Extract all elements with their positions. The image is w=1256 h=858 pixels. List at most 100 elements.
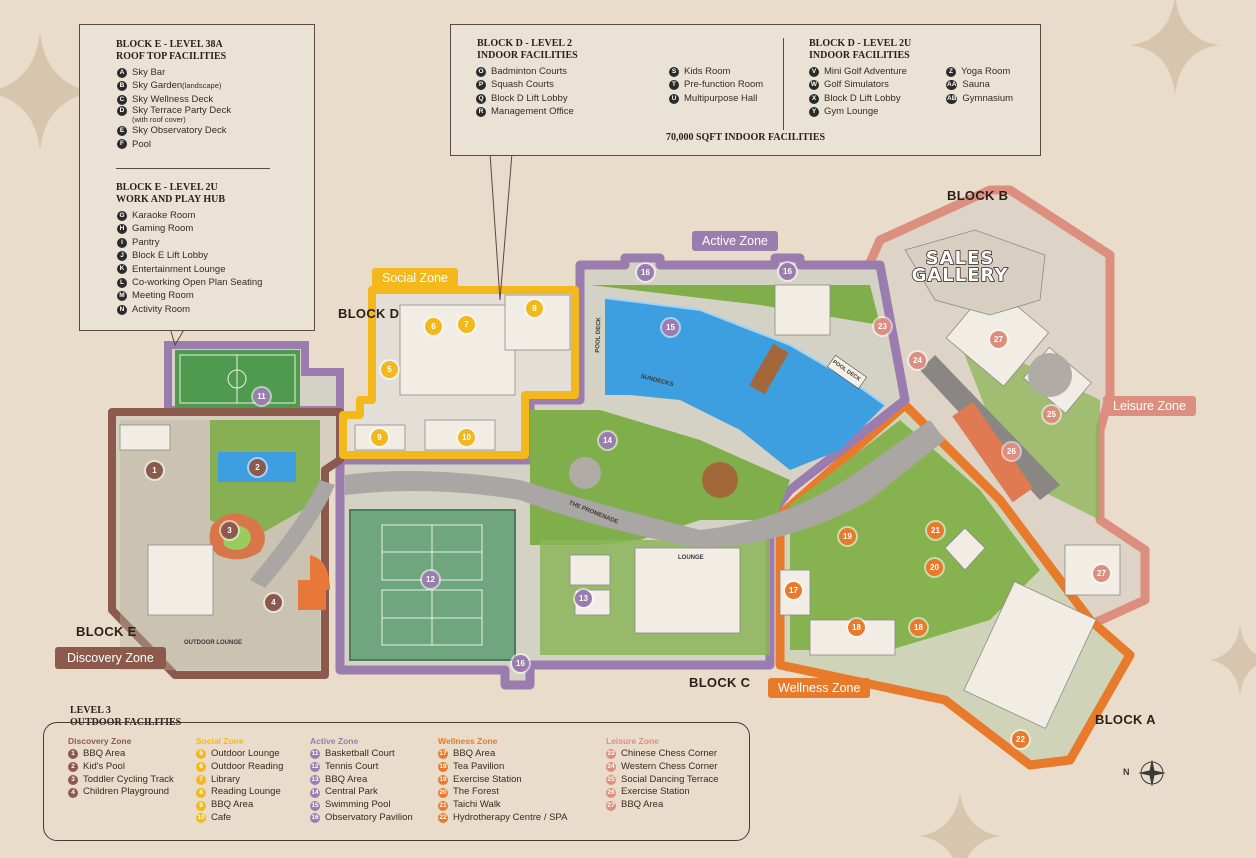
legend-number-badge: 8 [196,787,206,798]
facility-code-badge: O [476,66,486,77]
legend-item-label: Children Playground [83,786,170,798]
facility-code-badge: B [117,81,127,92]
legend-item-label: BBQ Area [211,799,254,811]
legend-item-label: Toddler Cycling Track [83,773,174,785]
map-marker-2: 2 [249,459,266,476]
block-d-facilities-panel: BLOCK D - LEVEL 2 INDOOR FACILITIES O Bad… [450,24,1041,156]
block-b-label: BLOCK B [947,188,1009,203]
block-e-label: BLOCK E [76,624,137,639]
facility-label: Block D Lift Lobby [824,92,901,104]
lounge-label: LOUNGE [678,555,704,561]
facility-label: Gym Lounge [824,106,879,118]
legend-zone-title: Wellness Zone [438,736,498,746]
legend-number-badge: 20 [438,787,448,798]
map-marker-23: 23 [874,318,891,335]
map-marker-11: 11 [253,388,270,405]
legend-item-label: Exercise Station [621,786,690,798]
facility-code-badge: J [117,250,127,261]
legend-number-badge: 23 [606,749,616,760]
legend-number-badge: 4 [68,787,78,798]
facility-code-badge: K [117,264,127,275]
legend-item-label: Outdoor Lounge [211,748,280,759]
legend-item-label: Outdoor Reading [211,760,284,772]
facility-label: Karaoke Room [132,210,196,221]
legend-item-label: BBQ Area [621,799,664,811]
map-marker-18: 18 [910,619,927,636]
block-d-l2-title: BLOCK D - LEVEL 2 INDOOR FACILITIES [477,38,578,61]
block-e-38a-title: BLOCK E - LEVEL 38A ROOF TOP FACILITIES [116,39,227,62]
facility-code-badge: D [117,106,127,117]
facility-label: Pre-function Room [684,79,764,91]
map-marker-10: 10 [458,429,475,446]
map-marker-13: 13 [575,590,592,607]
compass-label: N [1123,767,1130,777]
legend-number-badge: 13 [310,774,320,785]
facility-label: Badminton Courts [491,66,568,77]
map-marker-27: 27 [1093,565,1110,582]
legend-item: 3 Toddler Cycling Track [68,774,174,787]
facility-item: AA Sauna [946,78,1013,91]
legend-number-badge: 15 [310,800,320,811]
legend-item: 4 Children Playground [68,786,174,799]
legend-number-badge: 12 [310,762,320,773]
active-zone-label: Active Zone [692,231,779,251]
facility-label: Sauna [962,79,990,91]
facility-label: Sky Garden [132,80,183,92]
promenade-path [345,420,945,548]
facility-label: Sky Terrace Party Deck [132,105,232,117]
map-marker-8: 8 [526,300,543,317]
facility-code-badge: N [117,304,127,315]
legend-number-badge: 6 [196,762,206,773]
legend-number-badge: 25 [606,774,616,785]
legend-number-badge: 27 [606,800,616,811]
facility-code-badge: T [669,80,679,91]
legend-item-label: BBQ Area [83,748,126,759]
facility-code-badge: H [117,224,127,235]
facility-label: Co-working Open Plan Seating [132,277,263,289]
facility-label: Meeting Room [132,290,194,302]
legend-number-badge: 24 [606,762,616,773]
legend-zone-title: Discovery Zone [68,736,132,746]
map-marker-16: 16 [779,263,796,280]
legend-item-label: Hydrotherapy Centre / SPA [453,811,568,823]
legend-item: 27 BBQ Area [606,799,719,812]
legend-number-badge: 7 [196,774,206,785]
legend-zone-title: Active Zone [310,736,359,746]
facility-code-badge: P [476,80,486,91]
legend-item-label: BBQ Area [453,748,496,759]
discovery-zone-label: Discovery Zone [55,647,166,669]
map-marker-7: 7 [458,316,475,333]
legend-item-label: Tea Pavilion [453,760,505,772]
facility-code-badge: I [117,237,127,248]
facility-label: Sky Wellness Deck [132,93,214,105]
legend-number-badge: 21 [438,800,448,811]
map-marker-17: 17 [785,582,802,599]
sundeck [749,343,789,395]
facility-code-badge: AA [946,80,958,91]
legend-number-badge: 3 [68,774,78,785]
block-c-label: BLOCK C [689,675,751,690]
